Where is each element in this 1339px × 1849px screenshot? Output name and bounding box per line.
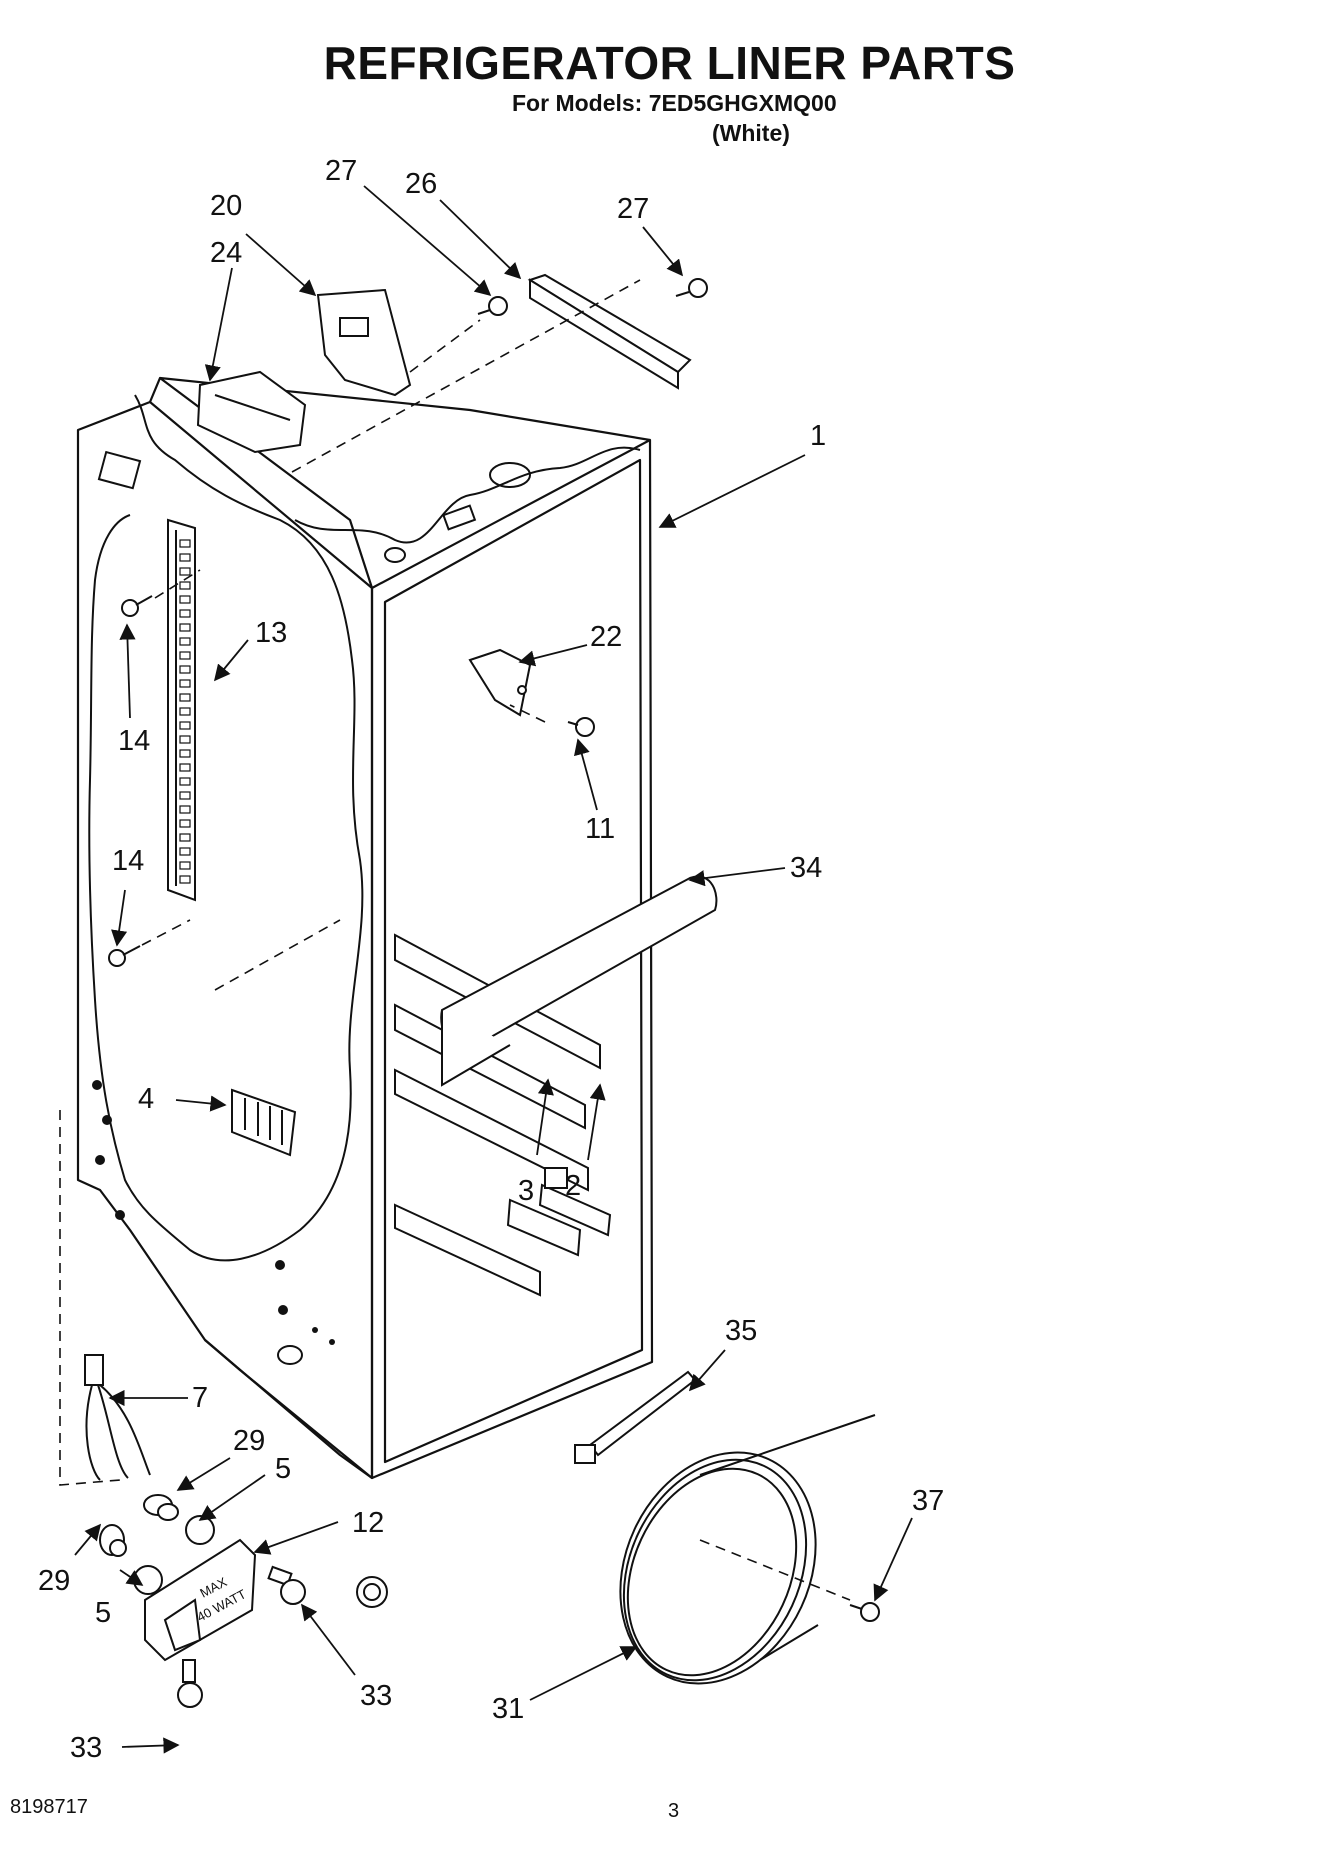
callout-5-upper: 5: [275, 1453, 291, 1485]
socket-29-lower: [99, 1524, 127, 1557]
callout-12: 12: [352, 1507, 384, 1539]
ladder-slot: [179, 763, 191, 772]
callout-35: 35: [725, 1315, 757, 1347]
socket-29-upper: [143, 1494, 179, 1521]
ladder-slot: [179, 581, 191, 590]
screw-11: [567, 717, 595, 737]
callout-22: 22: [590, 621, 622, 653]
ladder-slot: [179, 567, 191, 576]
bracket-22: [468, 648, 532, 717]
bracket-3: [506, 1198, 582, 1257]
ladder-slot: [179, 847, 191, 856]
cutaway-edge: [88, 394, 364, 1262]
bracket-2: [538, 1167, 612, 1237]
callout-26: 26: [405, 168, 437, 200]
control-unit-24: [196, 370, 307, 454]
cable-tie-35: [574, 1370, 697, 1464]
screw-27-right: [675, 278, 708, 298]
callout-14-lower: 14: [112, 845, 144, 877]
document-number: 8198717: [10, 1796, 88, 1818]
ladder-slot: [179, 805, 191, 814]
ladder-slot: [179, 749, 191, 758]
page-title: REFRIGERATOR LINER PARTS: [323, 37, 1016, 89]
ladder-slot: [179, 693, 191, 702]
spare-socket: [356, 1576, 388, 1608]
callout-20: 20: [210, 190, 242, 222]
ladder-slot: [179, 791, 191, 800]
page-number: 3: [668, 1800, 680, 1822]
bulb-socket-5-upper: [185, 1515, 215, 1545]
ladder-slot: [179, 721, 191, 730]
callout-2: 2: [565, 1170, 581, 1202]
callout-33-left: 33: [70, 1732, 102, 1764]
screw-14-lower: [108, 945, 141, 967]
air-vent: [231, 1088, 297, 1157]
ladder-slot: [179, 651, 191, 660]
ladder-slot: [179, 623, 191, 632]
ladder-slot: [179, 539, 191, 548]
water-tubing-31: [619, 1414, 876, 1685]
top-openings: [97, 450, 531, 563]
callout-27-right: 27: [617, 193, 649, 225]
callout-24: 24: [210, 237, 242, 269]
ladder-slot: [179, 609, 191, 618]
ladder-slot: [179, 735, 191, 744]
ladder-slot: [179, 833, 191, 842]
side-holes: [92, 1080, 335, 1365]
light-bulb-33-left: [177, 1659, 203, 1708]
callout-leaders: [74, 185, 913, 1754]
control-housing-20: [316, 288, 412, 397]
ladder-slots: [179, 539, 191, 884]
wire-harness-7: [84, 1354, 151, 1481]
screw-37: [849, 1602, 880, 1622]
ladder-slot: [179, 861, 191, 870]
callout-33-right: 33: [360, 1680, 392, 1712]
ladder-slot: [179, 595, 191, 604]
callout-29-upper: 29: [233, 1425, 265, 1457]
top-cutaway: [294, 446, 641, 544]
callout-1: 1: [810, 420, 826, 452]
ladder-slot: [179, 665, 191, 674]
screw-27-left: [477, 296, 508, 316]
callout-11: 11: [585, 813, 615, 845]
callout-3: 3: [518, 1175, 534, 1207]
lamp-cover-12: [144, 1538, 257, 1662]
callout-13: 13: [255, 617, 287, 649]
light-bulb-33-right: [267, 1565, 306, 1605]
color-variant: (White): [712, 120, 790, 146]
callout-5-lower: 5: [95, 1597, 111, 1629]
ladder-slot: [179, 875, 191, 884]
refrigerator-liner: [76, 376, 654, 1480]
ladder-slot: [179, 637, 191, 646]
screw-14-upper: [121, 595, 153, 617]
callout-27-left: 27: [325, 155, 357, 187]
ladder-slot: [179, 553, 191, 562]
models-line: For Models: 7ED5GHGXMQ00: [512, 90, 837, 116]
assembly-lines: [59, 279, 851, 1601]
ladder-slot: [179, 819, 191, 828]
callout-14-upper: 14: [118, 725, 150, 757]
callout-labels: 1 2 3 4 5 5 7 11 12 13 14 14 20 22 24 26…: [38, 155, 944, 1764]
callout-29-lower: 29: [38, 1565, 70, 1597]
shelf-cover: [440, 875, 718, 1087]
callout-34: 34: [790, 852, 822, 884]
ladder-slot: [179, 679, 191, 688]
callout-31: 31: [492, 1693, 524, 1725]
shelf-ladder-rail: [167, 518, 196, 902]
ladder-slot: [179, 707, 191, 716]
ladder-slot: [179, 777, 191, 786]
callout-4: 4: [138, 1083, 154, 1115]
trim-strip-26: [527, 273, 692, 390]
bulb-socket-5-lower: [133, 1565, 163, 1595]
callout-7: 7: [192, 1382, 208, 1414]
callout-37: 37: [912, 1485, 944, 1517]
